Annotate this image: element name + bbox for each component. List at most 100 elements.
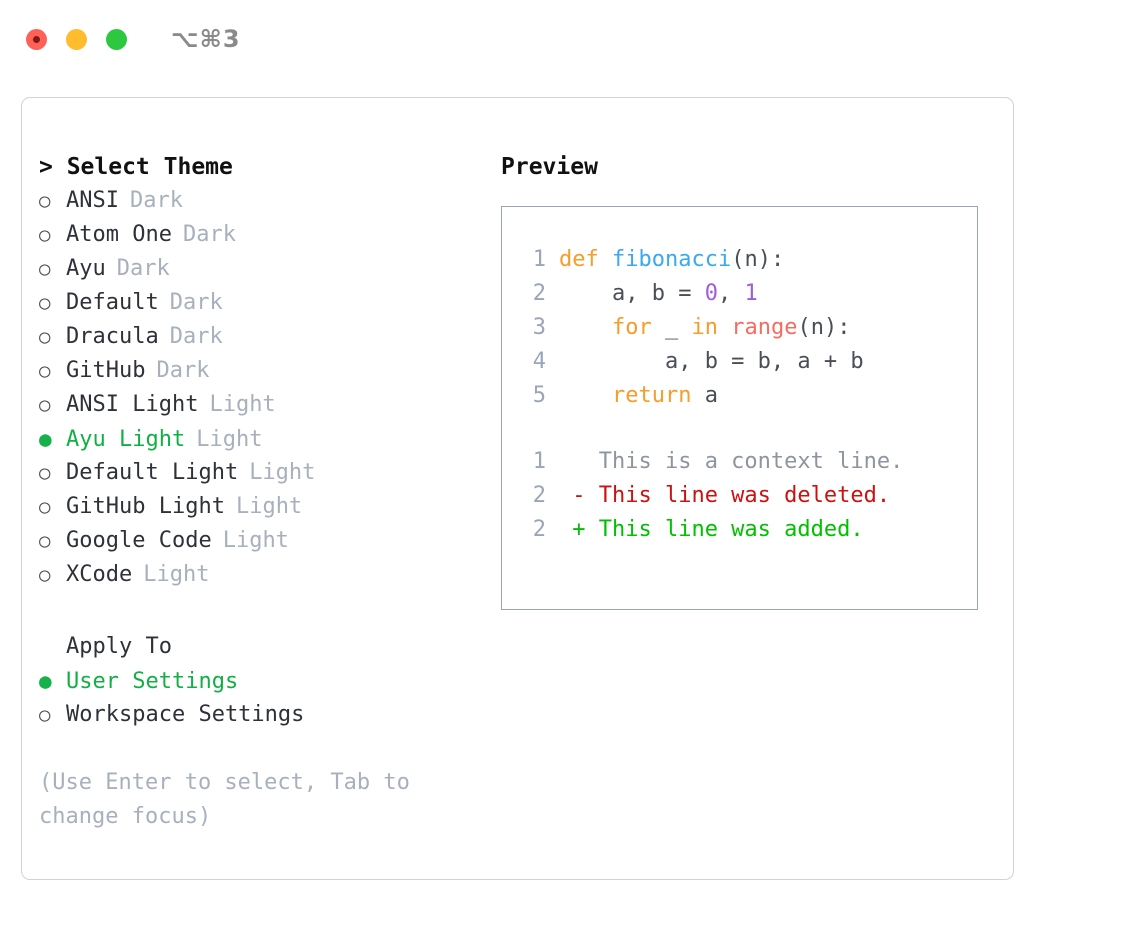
theme-option-category: Dark <box>182 222 236 247</box>
hint-spacer <box>39 732 459 766</box>
theme-option-category: Light <box>143 562 210 587</box>
title-bar: ⌥⌘3 <box>0 0 1140 78</box>
apply-to-heading: Apply To <box>66 634 172 659</box>
close-icon[interactable] <box>26 28 47 50</box>
apply-to-option-user-settings[interactable]: ● User Settings <box>39 664 459 698</box>
code-token-txt: _ <box>651 315 692 340</box>
theme-option-label: Ayu <box>66 256 106 281</box>
theme-option-dracula[interactable]: ○ Dracula Dark <box>39 320 459 354</box>
code-line: 1 def fibonacci(n): <box>514 243 977 277</box>
line-number: 5 <box>532 383 546 408</box>
code-line: 2 a, b = 0, 1 <box>514 277 977 311</box>
radio-selected-icon[interactable]: ● <box>39 669 52 693</box>
code-diff-spacer <box>514 413 977 445</box>
code-token-kw: def <box>559 247 612 272</box>
code-token-ctx: This is a context line. <box>559 449 904 474</box>
theme-option-label: GitHub <box>66 358 146 383</box>
code-token-add: + This line was added. <box>559 517 864 542</box>
theme-option-google-code[interactable]: ○ Google Code Light <box>39 524 459 558</box>
theme-option-ayu[interactable]: ○ Ayu Dark <box>39 252 459 286</box>
code-token-txt: (n): <box>797 315 851 340</box>
apply-to-option-workspace-settings[interactable]: ○ Workspace Settings <box>39 698 459 732</box>
radio-icon[interactable]: ○ <box>39 496 51 518</box>
page-title: > Select Theme <box>39 154 233 180</box>
radio-icon[interactable]: ○ <box>39 564 51 586</box>
theme-option-label: ANSI <box>66 188 119 213</box>
theme-option-category: Dark <box>169 324 223 349</box>
apply-to-option-label: User Settings <box>66 669 239 694</box>
code-line: 4 a, b = b, a + b <box>514 345 977 379</box>
minimize-icon[interactable] <box>66 28 87 50</box>
theme-option-category: Dark <box>156 358 210 383</box>
radio-icon[interactable]: ○ <box>39 462 51 484</box>
diff-line: 2 - This line was deleted. <box>514 479 977 513</box>
theme-option-label: Dracula <box>66 324 159 349</box>
theme-option-category: Light <box>222 528 289 553</box>
line-number: 1 <box>532 449 546 474</box>
theme-option-github[interactable]: ○ GitHub Dark <box>39 354 459 388</box>
diff-line: 2 + This line was added. <box>514 513 977 547</box>
apply-to-list[interactable]: ● User Settings ○ Workspace Settings <box>39 664 459 732</box>
list-spacer <box>39 592 459 630</box>
radio-selected-icon[interactable]: ● <box>39 427 52 451</box>
radio-icon[interactable]: ○ <box>39 360 51 382</box>
theme-option-category: Light <box>249 460 316 485</box>
theme-option-category: Light <box>196 427 263 452</box>
radio-icon[interactable]: ○ <box>39 530 51 552</box>
code-token-fn: fibonacci <box>611 247 732 272</box>
keyboard-shortcut-label: ⌥⌘3 <box>171 25 241 53</box>
code-token-kw: for <box>559 315 652 340</box>
keyboard-hint: (Use Enter to select, Tab to change focu… <box>39 770 424 829</box>
window-controls <box>26 28 127 50</box>
code-token-txt: (n): <box>731 247 785 272</box>
theme-option-xcode[interactable]: ○ XCode Light <box>39 558 459 592</box>
theme-option-category: Light <box>235 494 303 519</box>
theme-option-category: Light <box>209 392 276 417</box>
code-token-txt: , <box>717 281 745 306</box>
code-token-txt: a <box>691 383 718 408</box>
apply-to-option-label: Workspace Settings <box>66 702 305 727</box>
theme-option-github-light[interactable]: ○ GitHub Light Light <box>39 490 459 524</box>
theme-option-label: XCode <box>66 562 133 587</box>
theme-option-label: GitHub Light <box>66 494 225 519</box>
line-number: 2 <box>532 517 546 542</box>
code-token-kw: in <box>691 315 718 340</box>
line-number: 2 <box>532 281 546 306</box>
radio-icon[interactable]: ○ <box>39 224 51 246</box>
code-token-del: - This line was deleted. <box>559 483 891 508</box>
theme-option-ansi[interactable]: ○ ANSI Dark <box>39 184 459 218</box>
theme-option-category: Dark <box>129 188 183 213</box>
theme-option-label: Ayu Light <box>66 427 186 452</box>
radio-icon[interactable]: ○ <box>39 292 51 314</box>
radio-icon[interactable]: ○ <box>39 190 51 212</box>
theme-option-category: Dark <box>116 256 170 281</box>
code-token-num: 1 <box>744 281 758 306</box>
theme-option-atom-one[interactable]: ○ Atom One Dark <box>39 218 459 252</box>
radio-icon[interactable]: ○ <box>39 394 51 416</box>
code-token-txt <box>718 311 731 345</box>
code-token-bi: range <box>731 315 798 340</box>
theme-option-category: Dark <box>169 290 223 315</box>
code-line: 5 return a <box>514 379 977 413</box>
theme-option-ayu-light[interactable]: ● Ayu Light Light <box>39 422 459 456</box>
line-number: 1 <box>532 247 546 272</box>
radio-icon[interactable]: ○ <box>39 258 51 280</box>
theme-option-label: Atom One <box>66 222 172 247</box>
radio-icon[interactable]: ○ <box>39 704 51 726</box>
diff-sample: 1 This is a context line. 2 - This line w… <box>514 445 977 547</box>
line-number: 3 <box>532 315 546 340</box>
radio-icon[interactable]: ○ <box>39 326 51 348</box>
zoom-icon[interactable] <box>106 28 127 50</box>
code-token-txt: a, b = b, a + b <box>559 349 864 374</box>
theme-option-label: Google Code <box>66 528 212 553</box>
